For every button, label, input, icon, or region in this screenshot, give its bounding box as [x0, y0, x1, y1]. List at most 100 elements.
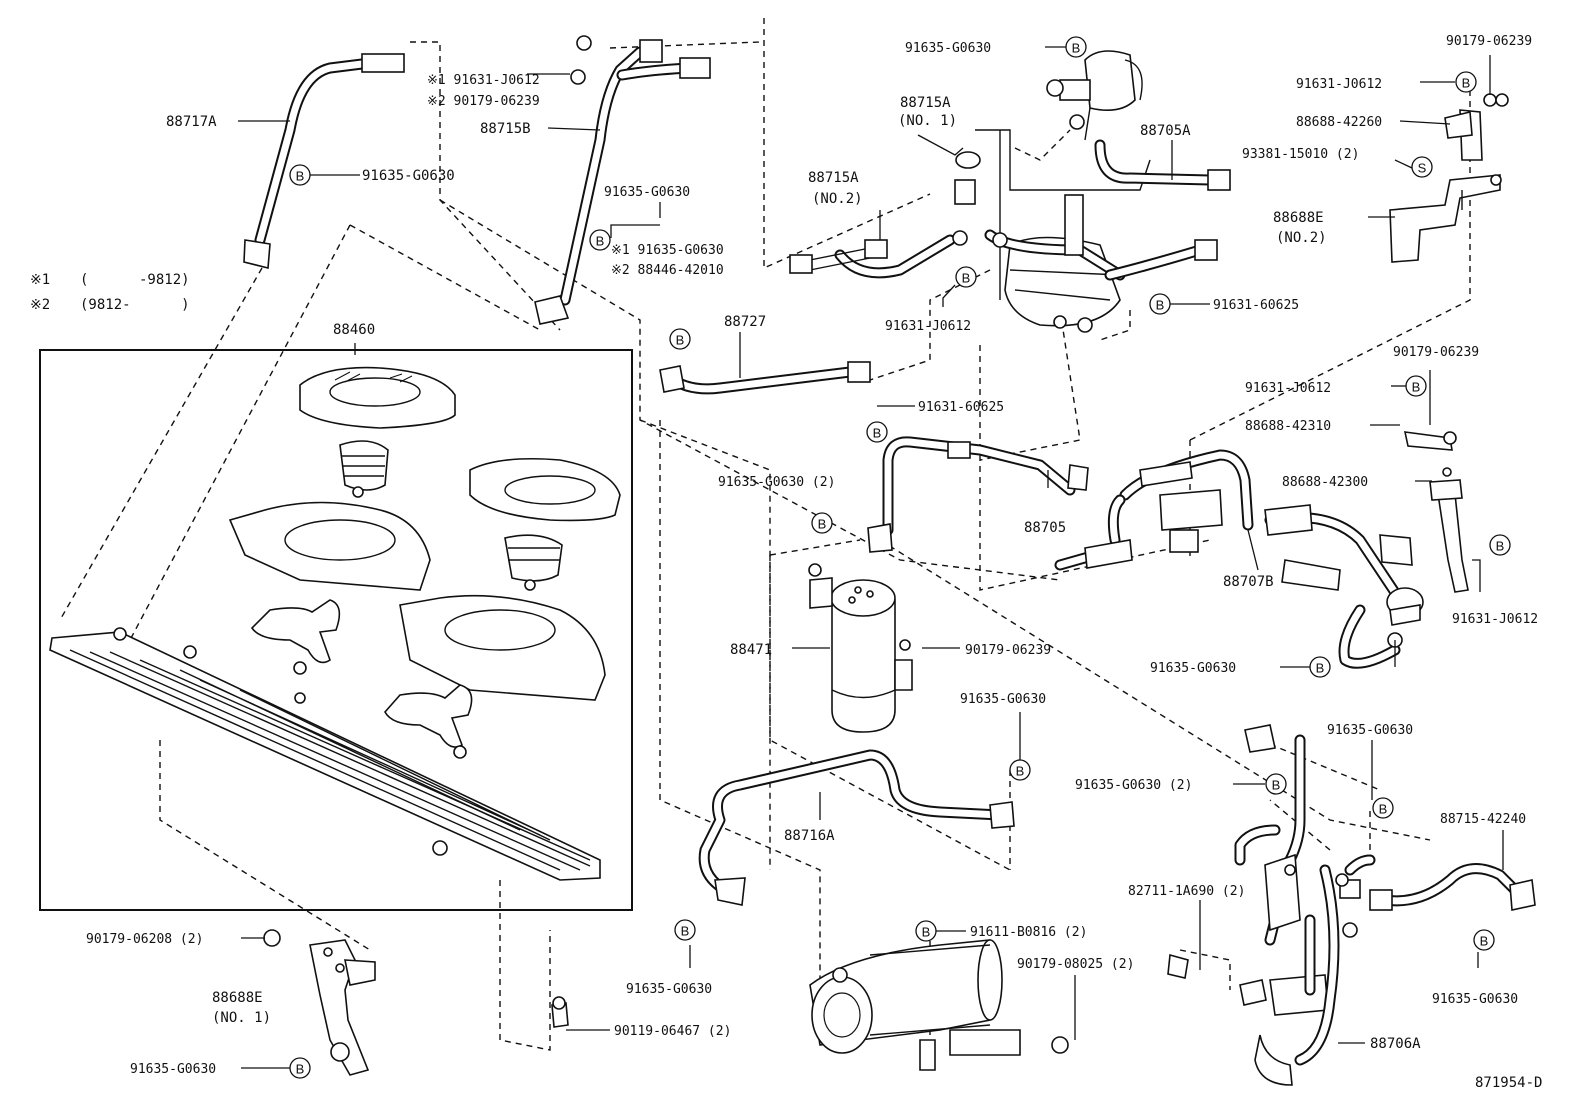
hose-88715-42240	[1369, 863, 1536, 911]
badge-b-6: B	[1149, 293, 1171, 315]
label-90119-06467: 90119-06467 (2)	[614, 1024, 731, 1039]
label-90179-06239-c: 90179-06239	[965, 643, 1051, 658]
label-88688-42300: 88688-42300	[1282, 475, 1368, 490]
hose-88707B	[1054, 449, 1424, 669]
label-91635-G0630-f: 91635-G0630	[1327, 723, 1413, 738]
label-91635-G0630-b: 91635-G0630	[604, 185, 690, 200]
svg-text:B: B	[962, 271, 971, 286]
label-n1-91631-J0612: ※1 91631-J0612	[427, 73, 540, 88]
svg-text:B: B	[818, 517, 827, 532]
hose-88717A	[243, 53, 405, 270]
label-90179-06208: 90179-06208 (2)	[86, 932, 203, 947]
label-88715A-no1: 88715A	[900, 95, 951, 111]
label-82711-1A690: 82711-1A690 (2)	[1128, 884, 1245, 899]
badge-b-15: B	[1372, 797, 1394, 819]
badge-b-1: B	[289, 164, 311, 186]
label-88715-42240: 88715-42240	[1440, 812, 1526, 827]
label-91635-G0630-g: 91635-G0630	[130, 1062, 216, 1077]
label-88715A-no2: 88715A	[808, 170, 859, 186]
label-91635-G0630-2-b: 91635-G0630 (2)	[1075, 778, 1192, 793]
label-n2-88446-42010: ※2 88446-42010	[611, 263, 724, 278]
label-91635-G0630-i: 91635-G0630	[1432, 992, 1518, 1007]
badge-b-16: B	[915, 920, 937, 942]
label-91631-60625-a: 91631-60625	[1213, 298, 1299, 313]
hose-88715A-no2	[789, 230, 968, 279]
label-91611-B0816: 91611-B0816 (2)	[970, 925, 1087, 940]
svg-text:B: B	[873, 426, 882, 441]
fan-shroud-upper	[299, 366, 456, 498]
solenoid-88705A	[1046, 50, 1231, 191]
badge-b-18: B	[1473, 929, 1495, 951]
badge-b-5: B	[955, 266, 977, 288]
label-91635-G0630-2-a: 91635-G0630 (2)	[718, 475, 835, 490]
label-88688E-no1: 88688E	[212, 990, 263, 1006]
label-91631-J0612-c: 91631-J0612	[1245, 381, 1331, 396]
label-91631-J0612-b: 91631-J0612	[1296, 77, 1382, 92]
svg-text:B: B	[676, 333, 685, 348]
label-91631-J0612-a: 91631-J0612	[885, 319, 971, 334]
label-88688E-no1-sub: (NO. 1)	[212, 1010, 271, 1026]
label-88715B: 88715B	[480, 121, 531, 137]
note-2-range: (9812- )	[80, 297, 190, 313]
label-n1-91635-G0630: ※1 91635-G0630	[611, 243, 724, 258]
badge-b-3: B	[669, 328, 691, 350]
label-88688E-no2-sub: (NO.2)	[1276, 230, 1327, 246]
hose-88727	[659, 361, 871, 395]
label-88715A-no1-sub: (NO. 1)	[898, 113, 957, 129]
label-88688-42310: 88688-42310	[1245, 419, 1331, 434]
svg-text:B: B	[1480, 934, 1489, 949]
badge-b-19: B	[289, 1057, 311, 1079]
svg-text:B: B	[1272, 778, 1281, 793]
label-91635-G0630-a: 91635-G0630	[362, 168, 455, 184]
svg-text:B: B	[596, 234, 605, 249]
small-parts	[263, 35, 1509, 1054]
note-1-range: ( -9812)	[80, 272, 190, 288]
hose-88705	[882, 436, 1089, 536]
note-1-mark: ※1	[30, 272, 50, 288]
label-88471: 88471	[730, 642, 772, 658]
label-88706A: 88706A	[1370, 1036, 1421, 1052]
bracket-88688-42300	[1403, 431, 1469, 593]
diagram-code: 871954-D	[1475, 1075, 1542, 1091]
compressor	[809, 939, 1021, 1071]
svg-text:B: B	[1379, 802, 1388, 817]
label-88705A: 88705A	[1140, 123, 1191, 139]
svg-text:B: B	[1156, 298, 1165, 313]
svg-text:B: B	[296, 169, 305, 184]
label-88717A: 88717A	[166, 114, 217, 130]
badge-b-17: B	[674, 919, 696, 941]
label-n2-90179-06239: ※2 90179-06239	[427, 94, 540, 109]
badge-b-14: B	[1265, 773, 1287, 795]
label-91635-G0630-e: 91635-G0630	[960, 692, 1046, 707]
badge-s-1: S	[1411, 156, 1433, 178]
label-91635-G0630-c: 91635-G0630	[905, 41, 991, 56]
label-93381-15010: 93381-15010 (2)	[1242, 147, 1359, 162]
label-88460: 88460	[333, 322, 375, 338]
hose-88715B	[534, 39, 711, 325]
label-88705: 88705	[1024, 520, 1066, 536]
label-91635-G0630-d: 91635-G0630	[1150, 661, 1236, 676]
label-91631-J0612-d: 91631-J0612	[1452, 612, 1538, 627]
svg-text:B: B	[1316, 661, 1325, 676]
label-91635-G0630-h: 91635-G0630	[626, 982, 712, 997]
label-88727: 88727	[724, 314, 766, 330]
hose-88706A	[1234, 724, 1376, 1086]
badge-b-4: B	[1065, 36, 1087, 58]
bracket-88688E-no1	[309, 939, 376, 1076]
badge-b-13: B	[1009, 759, 1031, 781]
condenser-radiator	[49, 627, 601, 881]
svg-text:B: B	[1412, 380, 1421, 395]
notes: ※1 ( -9812) ※2 (9812- )	[30, 272, 190, 313]
label-88688E-no2: 88688E	[1273, 210, 1324, 226]
label-90179-06239-a: 90179-06239	[1446, 34, 1532, 49]
svg-text:B: B	[296, 1062, 305, 1077]
badge-b-10: B	[1489, 534, 1511, 556]
badge-b-11: B	[811, 512, 833, 534]
label-90179-06239-b: 90179-06239	[1393, 345, 1479, 360]
badge-b-8: B	[866, 421, 888, 443]
hose-88716A	[698, 749, 1015, 906]
badge-b-2: B	[589, 229, 611, 251]
label-91631-60625-b: 91631-60625	[918, 400, 1004, 415]
leader-lines	[238, 46, 1504, 1069]
